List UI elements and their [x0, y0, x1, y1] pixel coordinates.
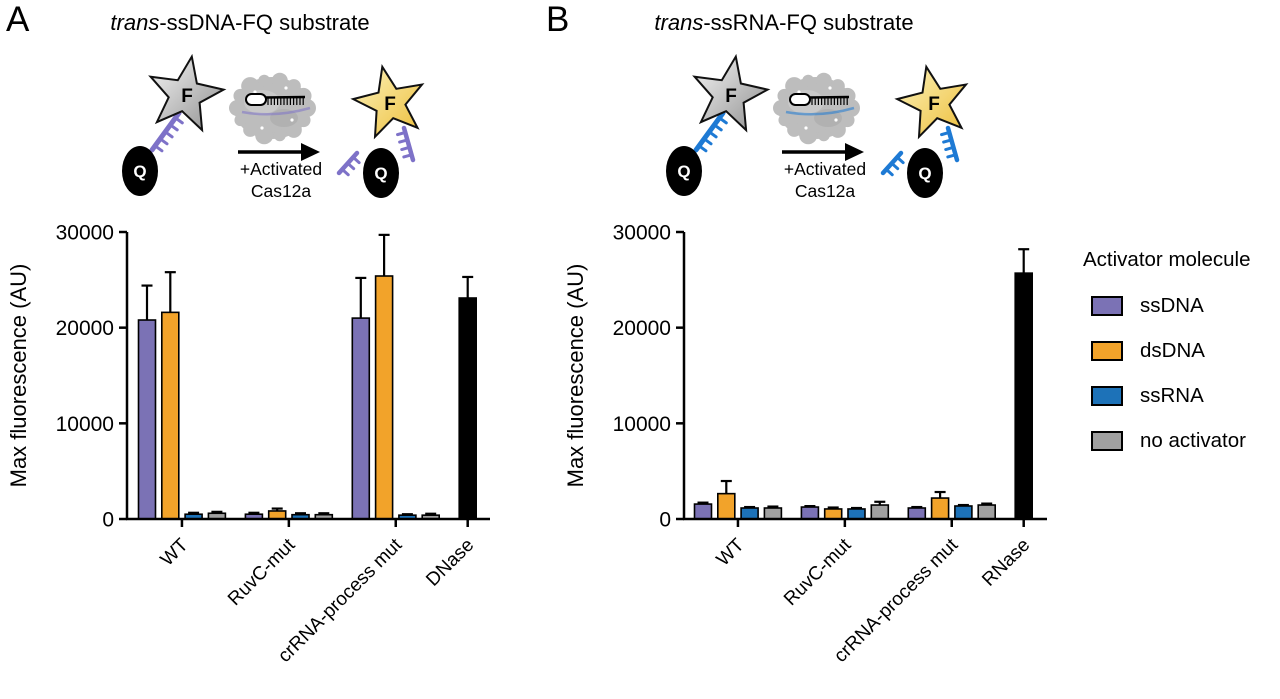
legend-title: Activator molecule [1083, 248, 1251, 271]
y-tick-label: 10000 [56, 413, 114, 436]
arrow-label-line1: +Activated [784, 159, 866, 179]
bar-WT-no-activator [763, 507, 783, 520]
bar-RuvC-mut-dsDNA [823, 508, 843, 520]
quencher-label: Q [677, 162, 690, 181]
ssdna-swatch-icon [1091, 296, 1123, 316]
no-activator-swatch-icon [1091, 431, 1123, 451]
cut-linker-star-icon [396, 125, 416, 163]
bar-WT-dsDNA [717, 492, 736, 520]
y-axis-title: Max fluorescence (AU) [563, 264, 588, 488]
substrate-linker-icon [693, 110, 728, 153]
x-category-label: WT [713, 534, 749, 570]
reaction-arrow-icon [238, 143, 320, 161]
x-category-label: RuvC-mut [780, 534, 856, 610]
bar-crRNA-process-mut-ssDNA [351, 317, 371, 520]
legend-item-ssdna: ssDNA [1091, 294, 1280, 318]
bar-WT-ssDNA [693, 503, 713, 520]
fluorophore-label: F [384, 94, 396, 115]
y-tick-label: 20000 [613, 317, 671, 340]
reaction-arrow-icon [782, 143, 864, 161]
y-tick-label: 10000 [613, 413, 671, 436]
x-category-label: RuvC-mut [224, 534, 300, 610]
released-fluorophore-star-icon [350, 63, 425, 140]
bar-WT-dsDNA [161, 311, 180, 520]
fluorophore-label: F [928, 94, 940, 115]
quencher-label: Q [374, 164, 387, 183]
legend-item-ssrna: ssRNA [1091, 384, 1280, 408]
bar-WT-ssRNA [740, 507, 759, 520]
quencher-label: Q [918, 164, 931, 183]
panel-A-title: trans-ssDNA-FQ substrate [50, 10, 430, 36]
legend-item-no-activator: no activator [1091, 429, 1280, 453]
ssrna-swatch-icon [1091, 386, 1123, 406]
chart-legend: Activator molecule ssDNA dsDNA ssRNA no … [1072, 248, 1280, 474]
x-category-label: WT [157, 534, 193, 570]
quencher-circle-icon [122, 146, 158, 196]
cas12a-blob-icon [229, 72, 316, 145]
bar-crRNA-process-mut-dsDNA [374, 275, 394, 520]
y-tick-label: 20000 [56, 317, 114, 340]
arrow-label-line2: Cas12a [795, 181, 856, 201]
y-tick-label: 30000 [613, 222, 671, 245]
y-tick-label: 30000 [56, 222, 114, 245]
legend-item-dsdna: dsDNA [1091, 339, 1280, 363]
bar-RuvC-mut-ssDNA [800, 506, 820, 520]
panel-B-title-rest: -ssRNA-FQ substrate [703, 10, 914, 35]
panel-B-title-italic: trans [654, 10, 704, 35]
panel-A-label: A [6, 0, 30, 39]
bar-RuvC-mut-no-activator [870, 504, 890, 520]
crRNA-icon [241, 93, 311, 116]
panel-B-title: trans-ssRNA-FQ substrate [594, 10, 974, 36]
cas12a-blob-icon [773, 72, 860, 145]
fluorophore-label: F [181, 86, 193, 107]
bar-crRNA-process-mut-dsDNA [930, 497, 950, 520]
cut-linker-quencher-icon [880, 150, 905, 177]
bar-WT-ssDNA [137, 319, 157, 520]
cut-linker-quencher-icon [336, 150, 361, 177]
y-tick-label: 0 [102, 509, 114, 532]
arrow-label-line2: Cas12a [251, 181, 312, 201]
panel-A-title-rest: -ssDNA-FQ substrate [159, 10, 370, 35]
quencher-circle-icon [907, 148, 943, 198]
quencher-label: Q [133, 162, 146, 181]
panel-A-title-italic: trans [110, 10, 160, 35]
bar-RuvC-mut-ssRNA [847, 508, 866, 520]
bar-DNase-DNase [458, 297, 478, 520]
cut-linker-star-icon [940, 125, 960, 163]
x-category-label: DNase [422, 535, 478, 591]
panel-B-label: B [546, 0, 570, 39]
arrow-label-line1: +Activated [240, 159, 322, 179]
y-axis-title: Max fluorescence (AU) [6, 264, 31, 488]
bar-crRNA-process-mut-no-activator [977, 504, 997, 520]
released-fluorophore-star-icon [894, 63, 969, 140]
fluorophore-label: F [725, 86, 737, 107]
crRNA-icon [785, 93, 855, 116]
dsdna-swatch-icon [1091, 341, 1123, 361]
quencher-circle-icon [363, 148, 399, 198]
bar-crRNA-process-mut-ssDNA [907, 507, 927, 520]
substrate-linker-icon [149, 110, 184, 153]
x-category-label: RNase [978, 535, 1034, 591]
quenched-fluorophore-star-icon [148, 53, 227, 133]
quencher-circle-icon [666, 146, 702, 196]
bar-crRNA-process-mut-ssRNA [954, 505, 973, 520]
y-tick-label: 0 [659, 509, 671, 532]
quenched-fluorophore-star-icon [692, 53, 771, 133]
bar-RNase-RNase [1014, 272, 1034, 520]
